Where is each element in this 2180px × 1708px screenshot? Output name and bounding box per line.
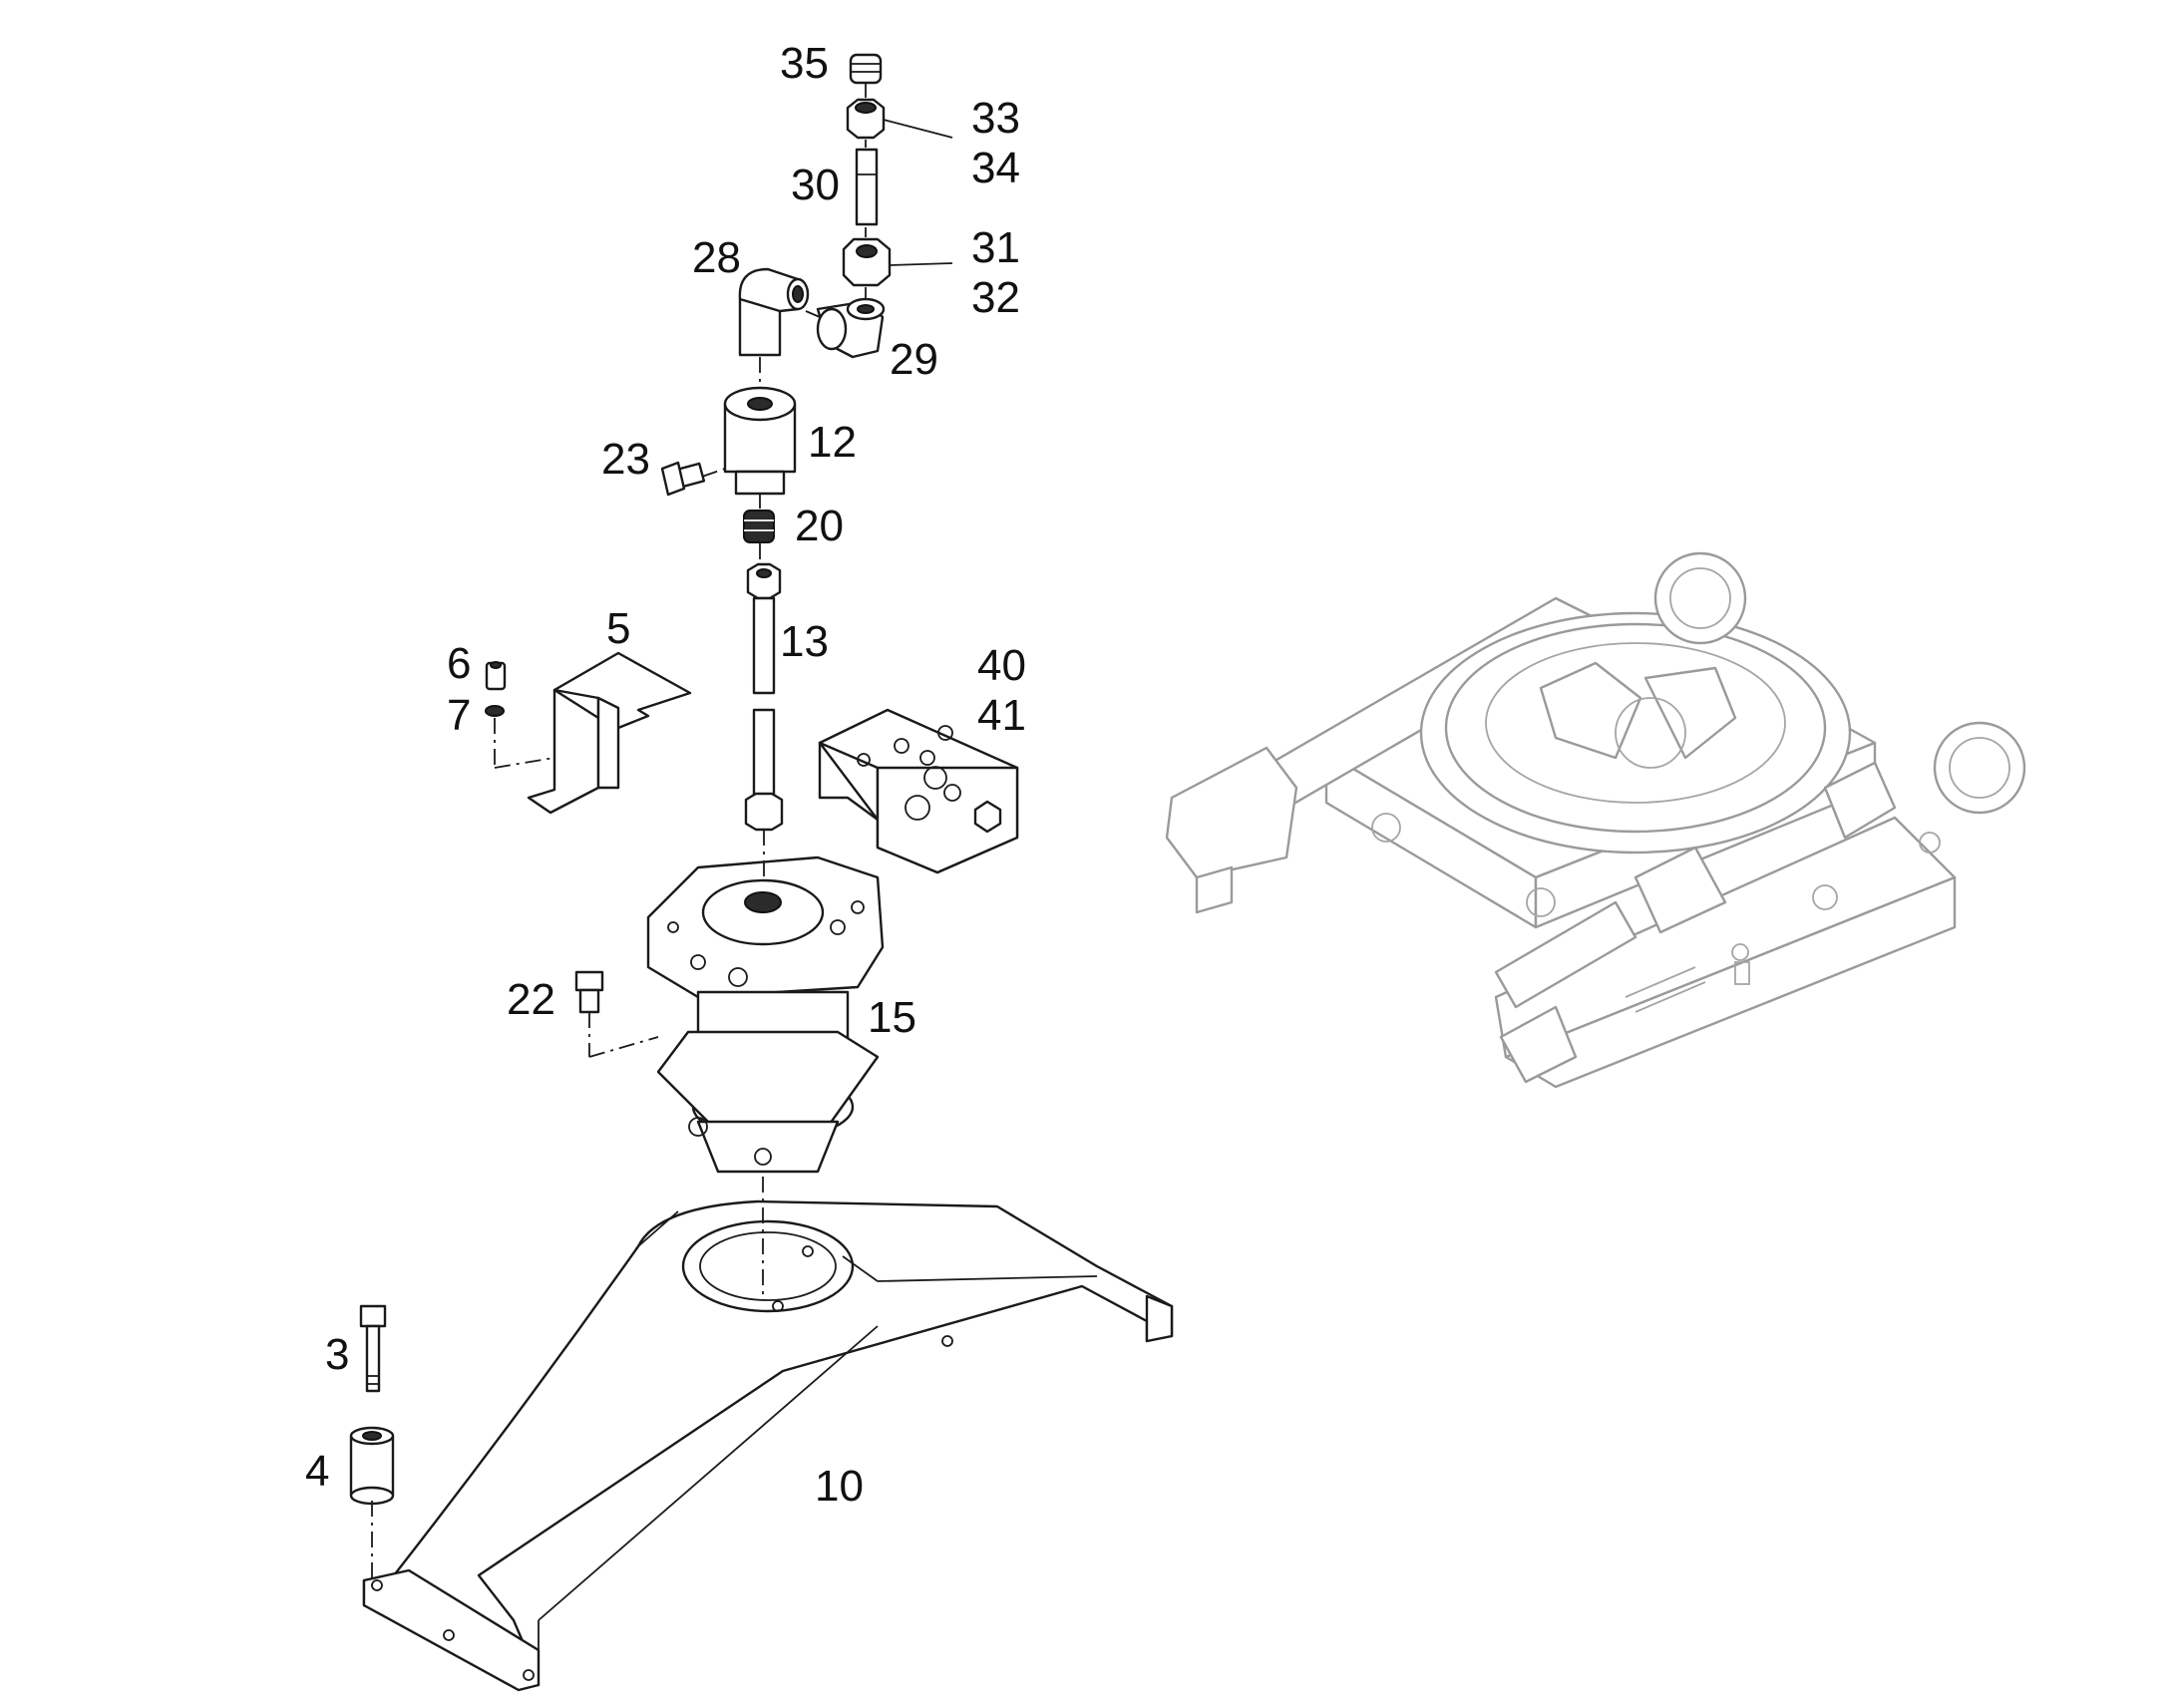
bracket-5 [527, 651, 692, 815]
swing-motor-15 [646, 855, 885, 1174]
callout-6: 6 [447, 639, 471, 688]
spacer-4 [349, 1426, 395, 1506]
assembly-center-lines [371, 84, 867, 1585]
tube-30 [855, 148, 879, 226]
nut-31-32 [842, 237, 892, 287]
callout-15: 15 [868, 993, 916, 1042]
callout-33: 33 [971, 94, 1020, 143]
callout-23: 23 [601, 435, 650, 484]
callout-4: 4 [305, 1447, 329, 1496]
callout-41: 41 [977, 691, 1026, 740]
callout-labels: 35 33 34 30 31 32 28 29 23 12 20 13 5 6 … [305, 39, 1026, 1511]
callout-31: 31 [971, 223, 1020, 272]
callout-leader-lines [883, 119, 953, 266]
callout-32: 32 [971, 273, 1020, 322]
elbow-fitting-29 [816, 297, 886, 359]
manifold-block-40-41 [818, 708, 1019, 874]
bolt-22 [574, 970, 604, 1014]
bolt-23 [660, 461, 706, 497]
callout-28: 28 [692, 233, 741, 282]
callout-3: 3 [325, 1330, 349, 1379]
swivel-block-12 [723, 386, 797, 496]
callout-22: 22 [507, 975, 555, 1024]
elbow-fitting-28 [738, 267, 810, 357]
callout-13: 13 [780, 617, 829, 666]
frame-10 [362, 1199, 1174, 1692]
callout-20: 20 [795, 502, 844, 550]
nut-33-34 [846, 98, 886, 140]
callout-12: 12 [808, 418, 857, 467]
adapter-20 [743, 510, 775, 543]
callout-40: 40 [977, 641, 1026, 690]
washer-7 [485, 705, 505, 717]
screw-6 [485, 661, 507, 691]
callout-10: 10 [815, 1462, 864, 1511]
callout-5: 5 [606, 604, 630, 653]
callout-29: 29 [890, 335, 938, 384]
undercarriage-reference-drawing [1165, 551, 2026, 1089]
callout-34: 34 [971, 144, 1020, 192]
fitting-35 [849, 53, 883, 85]
callout-30: 30 [791, 161, 840, 209]
bolt-3 [359, 1304, 387, 1393]
callout-35: 35 [780, 39, 829, 88]
shaft-13 [744, 562, 784, 832]
callout-7: 7 [447, 691, 471, 740]
